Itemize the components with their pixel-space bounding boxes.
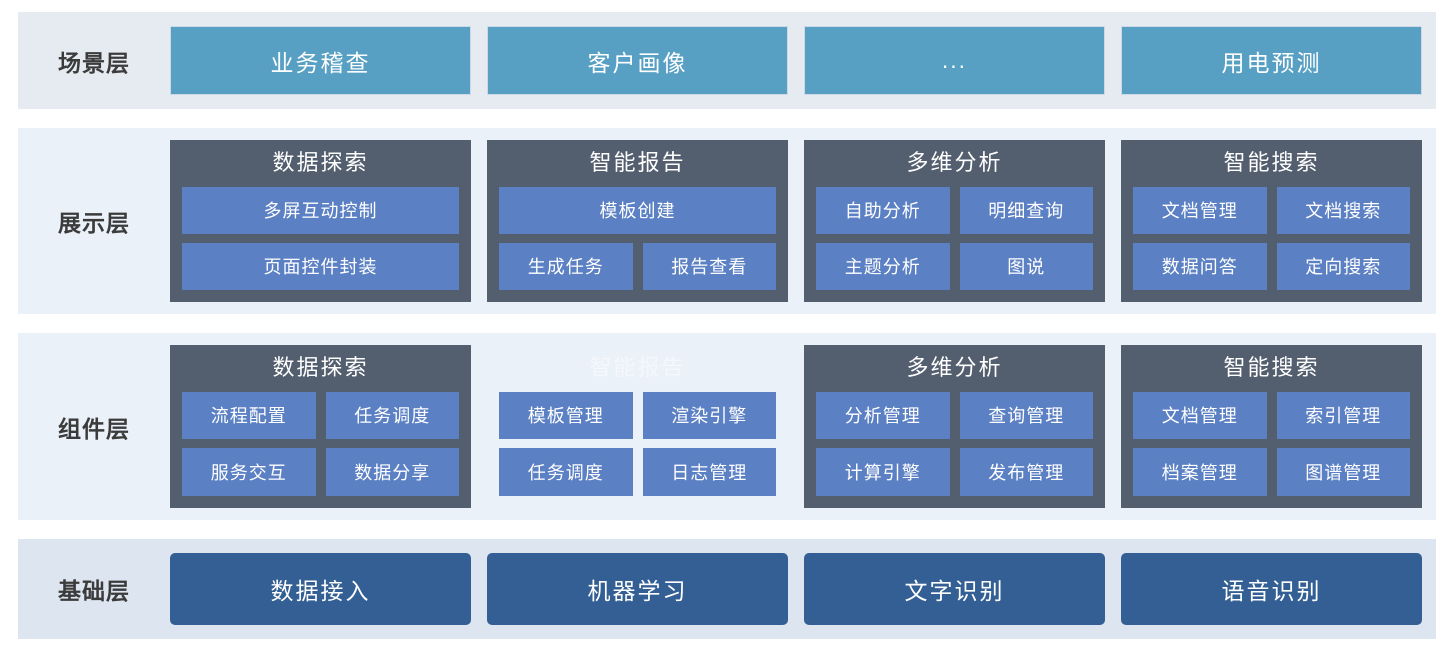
module-chip-row: 生成任务报告查看 <box>499 242 776 290</box>
module-card-多维分析[interactable]: 多维分析分析管理查询管理计算引擎发布管理 <box>804 345 1105 508</box>
module-chip-计算引擎[interactable]: 计算引擎 <box>816 448 950 496</box>
base-box-数据接入[interactable]: 数据接入 <box>170 553 471 625</box>
module-chip-文档管理[interactable]: 文档管理 <box>1133 186 1267 234</box>
module-chip-文档管理[interactable]: 文档管理 <box>1133 391 1267 440</box>
module-chip-row: 模板管理渲染引擎 <box>499 391 776 440</box>
module-chip-定向搜索[interactable]: 定向搜索 <box>1276 242 1410 290</box>
module-chip-档案管理[interactable]: 档案管理 <box>1133 448 1267 496</box>
module-chip-grid: 模板创建生成任务报告查看 <box>499 186 776 290</box>
module-chip-row: 主题分析图说 <box>816 242 1093 290</box>
module-card-title: 智能报告 <box>589 150 686 175</box>
module-card-智能搜索[interactable]: 智能搜索文档管理索引管理档案管理图谱管理 <box>1121 345 1422 508</box>
module-chip-任务调度[interactable]: 任务调度 <box>325 391 459 440</box>
module-card-title: 多维分析 <box>906 150 1003 175</box>
module-chip-索引管理[interactable]: 索引管理 <box>1276 391 1410 440</box>
layer-band-组件层: 组件层数据探索流程配置任务调度服务交互数据分享智能报告模板管理渲染引擎任务调度日… <box>18 333 1436 520</box>
base-box-文字识别[interactable]: 文字识别 <box>804 553 1105 625</box>
module-chip-row: 计算引擎发布管理 <box>816 448 1093 496</box>
module-chip-多屏互动控制[interactable]: 多屏互动控制 <box>182 186 459 234</box>
module-card-数据探索[interactable]: 数据探索流程配置任务调度服务交互数据分享 <box>170 345 471 508</box>
module-card-title: 多维分析 <box>906 355 1003 380</box>
module-chip-grid: 文档管理索引管理档案管理图谱管理 <box>1133 391 1410 496</box>
scene-box-业务稽查[interactable]: 业务稽查 <box>170 26 471 95</box>
module-chip-grid: 模板管理渲染引擎任务调度日志管理 <box>499 391 776 496</box>
module-chip-row: 分析管理查询管理 <box>816 391 1093 440</box>
module-chip-报告查看[interactable]: 报告查看 <box>642 242 776 290</box>
module-chip-row: 多屏互动控制 <box>182 186 459 234</box>
layer-label-组件层: 组件层 <box>58 415 130 442</box>
module-chip-主题分析[interactable]: 主题分析 <box>816 242 950 290</box>
module-chip-row: 档案管理图谱管理 <box>1133 448 1410 496</box>
module-chip-图说[interactable]: 图说 <box>959 242 1093 290</box>
module-card-title: 数据探索 <box>272 355 369 380</box>
layer-band-基础层: 基础层 数据接入机器学习文字识别语音识别 <box>18 539 1436 639</box>
module-chip-图谱管理[interactable]: 图谱管理 <box>1276 448 1410 496</box>
module-chip-自助分析[interactable]: 自助分析 <box>816 186 950 234</box>
base-box-语音识别[interactable]: 语音识别 <box>1121 553 1422 625</box>
base-box-机器学习[interactable]: 机器学习 <box>487 553 788 625</box>
module-chip-row: 自助分析明细查询 <box>816 186 1093 234</box>
module-chip-文档搜索[interactable]: 文档搜索 <box>1276 186 1410 234</box>
layer-band-场景层: 场景层 业务稽查客户画像...用电预测 <box>18 12 1436 109</box>
module-chip-发布管理[interactable]: 发布管理 <box>959 448 1093 496</box>
module-chip-服务交互[interactable]: 服务交互 <box>182 448 316 496</box>
module-chip-模板管理[interactable]: 模板管理 <box>499 391 633 440</box>
module-chip-生成任务[interactable]: 生成任务 <box>499 242 633 290</box>
scene-box-用电预测[interactable]: 用电预测 <box>1121 26 1422 95</box>
module-chip-row: 模板创建 <box>499 186 776 234</box>
layer-label-场景层: 场景层 <box>58 49 130 76</box>
scene-box-...[interactable]: ... <box>804 26 1105 95</box>
module-chip-row: 服务交互数据分享 <box>182 448 459 496</box>
module-card-智能报告[interactable]: 智能报告模板管理渲染引擎任务调度日志管理 <box>487 345 788 508</box>
module-chip-明细查询[interactable]: 明细查询 <box>959 186 1093 234</box>
module-card-title: 智能报告 <box>589 355 686 380</box>
module-chip-row: 任务调度日志管理 <box>499 448 776 496</box>
module-chip-row: 流程配置任务调度 <box>182 391 459 440</box>
layer-body-场景层: 业务稽查客户画像...用电预测 <box>170 12 1436 109</box>
layer-band-展示层: 展示层数据探索多屏互动控制页面控件封装智能报告模板创建生成任务报告查看多维分析自… <box>18 128 1436 314</box>
module-chip-查询管理[interactable]: 查询管理 <box>959 391 1093 440</box>
module-chip-grid: 多屏互动控制页面控件封装 <box>182 186 459 290</box>
scene-box-客户画像[interactable]: 客户画像 <box>487 26 788 95</box>
layer-label-展示层: 展示层 <box>58 210 130 236</box>
module-card-title: 数据探索 <box>272 150 369 175</box>
module-chip-grid: 分析管理查询管理计算引擎发布管理 <box>816 391 1093 496</box>
module-chip-grid: 自助分析明细查询主题分析图说 <box>816 186 1093 290</box>
layer-body-展示层: 数据探索多屏互动控制页面控件封装智能报告模板创建生成任务报告查看多维分析自助分析… <box>170 128 1436 314</box>
module-chip-任务调度[interactable]: 任务调度 <box>499 448 633 496</box>
module-chip-渲染引擎[interactable]: 渲染引擎 <box>642 391 776 440</box>
module-chip-数据分享[interactable]: 数据分享 <box>325 448 459 496</box>
module-chip-row: 页面控件封装 <box>182 242 459 290</box>
module-chip-row: 数据问答定向搜索 <box>1133 242 1410 290</box>
module-card-title: 智能搜索 <box>1223 150 1320 175</box>
module-chip-grid: 流程配置任务调度服务交互数据分享 <box>182 391 459 496</box>
module-card-数据探索[interactable]: 数据探索多屏互动控制页面控件封装 <box>170 140 471 302</box>
module-chip-数据问答[interactable]: 数据问答 <box>1133 242 1267 290</box>
module-chip-row: 文档管理索引管理 <box>1133 391 1410 440</box>
module-chip-日志管理[interactable]: 日志管理 <box>642 448 776 496</box>
layer-label-基础层: 基础层 <box>58 578 130 604</box>
module-card-title: 智能搜索 <box>1223 355 1320 380</box>
module-chip-页面控件封装[interactable]: 页面控件封装 <box>182 242 459 290</box>
module-card-智能搜索[interactable]: 智能搜索文档管理文档搜索数据问答定向搜索 <box>1121 140 1422 302</box>
layer-body-基础层: 数据接入机器学习文字识别语音识别 <box>170 539 1436 639</box>
module-chip-流程配置[interactable]: 流程配置 <box>182 391 316 440</box>
module-chip-row: 文档管理文档搜索 <box>1133 186 1410 234</box>
module-card-智能报告[interactable]: 智能报告模板创建生成任务报告查看 <box>487 140 788 302</box>
layer-body-组件层: 数据探索流程配置任务调度服务交互数据分享智能报告模板管理渲染引擎任务调度日志管理… <box>170 333 1436 520</box>
module-card-多维分析[interactable]: 多维分析自助分析明细查询主题分析图说 <box>804 140 1105 302</box>
module-chip-分析管理[interactable]: 分析管理 <box>816 391 950 440</box>
module-chip-grid: 文档管理文档搜索数据问答定向搜索 <box>1133 186 1410 290</box>
module-chip-模板创建[interactable]: 模板创建 <box>499 186 776 234</box>
